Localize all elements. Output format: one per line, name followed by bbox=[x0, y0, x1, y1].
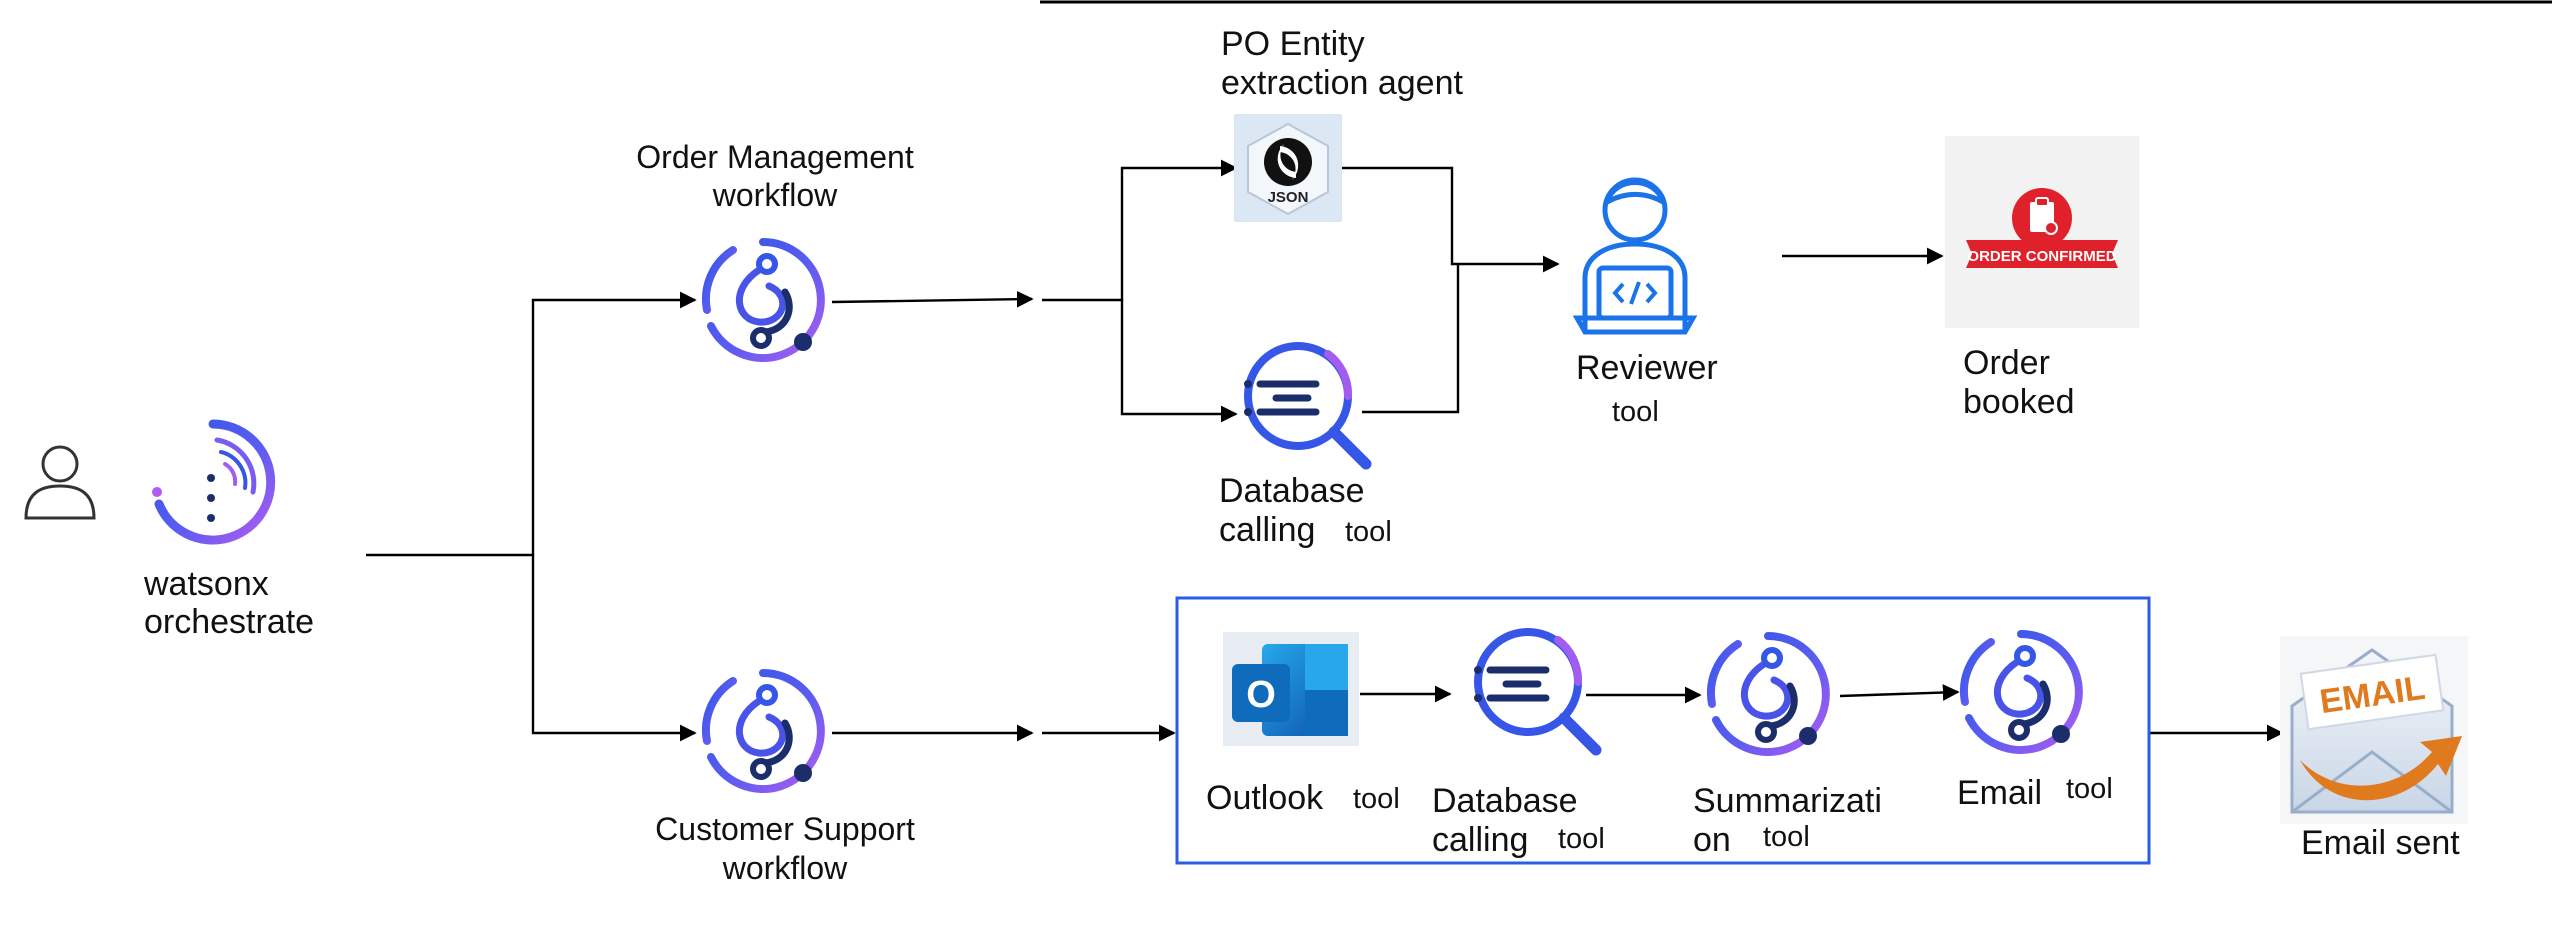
orchestrator-label-line2: orchestrate bbox=[144, 603, 314, 641]
order-workflow-connectors bbox=[831, 159, 1944, 423]
support-db-tool-suffix: tool bbox=[1558, 823, 1605, 855]
reviewer-tool-suffix: tool bbox=[1612, 396, 1659, 428]
order-booked-label-line1: Order bbox=[1963, 344, 2050, 382]
db-tool-suffix: tool bbox=[1345, 516, 1392, 548]
order-confirmed-badge-text: ORDER CONFIRMED bbox=[1967, 248, 2116, 265]
db-tool-label-line2: calling bbox=[1219, 511, 1315, 549]
json-icon: JSON bbox=[1234, 114, 1342, 222]
support-db-tool-label-line1: Database bbox=[1432, 782, 1578, 820]
support-db-tool-label-line2: calling bbox=[1432, 821, 1528, 859]
email-tool-suffix: tool bbox=[2066, 773, 2113, 805]
outlook-icon: O bbox=[1223, 632, 1359, 746]
po-agent-label-line2: extraction agent bbox=[1221, 64, 1463, 102]
support-database-search-icon bbox=[1474, 632, 1596, 750]
orchestrator-label-line1: watsonx bbox=[143, 565, 269, 603]
json-icon-text: JSON bbox=[1268, 189, 1309, 206]
person-outline-icon bbox=[24, 445, 96, 520]
email-tool-loop-icon bbox=[1964, 634, 2079, 750]
watsonx-orchestrate-icon bbox=[152, 419, 276, 545]
db-tool-label-line1: Database bbox=[1219, 472, 1365, 510]
support-workflow-connectors bbox=[832, 684, 2284, 742]
support-workflow-loop-icon bbox=[706, 673, 821, 789]
email-envelope-icon: EMAIL bbox=[2280, 636, 2468, 824]
order-workflow-label-line1: Order Management bbox=[636, 139, 914, 175]
orchestrator-connectors bbox=[366, 291, 697, 742]
summarization-tool-label-line2: on bbox=[1693, 821, 1731, 859]
summarization-tool-label-line1: Summarizati bbox=[1693, 782, 1882, 820]
order-workflow-loop-icon bbox=[706, 242, 821, 358]
summarization-loop-icon bbox=[1711, 636, 1826, 752]
support-workflow-label-line1: Customer Support bbox=[655, 811, 915, 847]
email-sent-label: Email sent bbox=[2301, 824, 2460, 862]
email-tool-label: Email bbox=[1957, 774, 2042, 812]
reviewer-tool-label: Reviewer bbox=[1576, 349, 1718, 387]
support-tools-frame bbox=[1175, 596, 2151, 865]
summarization-tool-suffix: tool bbox=[1763, 821, 1810, 853]
order-booked-label-line2: booked bbox=[1963, 383, 2075, 421]
support-workflow-label-line2: workflow bbox=[722, 850, 848, 886]
reviewer-developer-icon bbox=[1572, 177, 1698, 335]
database-search-icon bbox=[1244, 346, 1366, 464]
order-confirmed-icon: ORDER CONFIRMED bbox=[1945, 136, 2139, 328]
outlook-icon-text: O bbox=[1246, 674, 1276, 716]
outlook-tool-label: Outlook bbox=[1206, 779, 1324, 817]
outlook-tool-suffix: tool bbox=[1353, 783, 1400, 815]
po-agent-label-line1: PO Entity bbox=[1221, 25, 1365, 63]
order-workflow-label-line2: workflow bbox=[712, 177, 838, 213]
